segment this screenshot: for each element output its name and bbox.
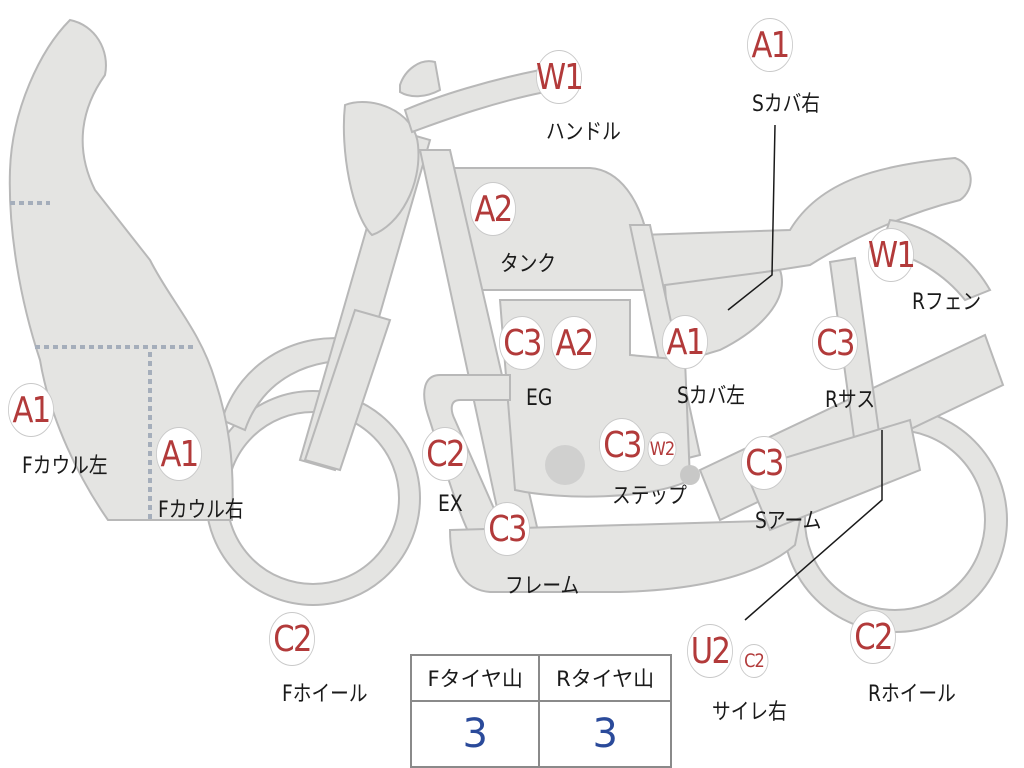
fork-outer-shape: [303, 308, 392, 472]
r-suspension-label: Rサス: [825, 388, 876, 413]
r-suspension-grade-badge: C3: [812, 316, 858, 370]
r-wheel-grade-badge: C2: [850, 610, 896, 664]
handle-grade-badge: W1: [536, 50, 584, 104]
step-grade-badge-1: C3: [599, 418, 645, 472]
frame-label: フレーム: [505, 574, 580, 599]
s-cover-left-label: Sカバ左: [677, 384, 745, 409]
headlight-shape: [342, 100, 420, 237]
exhaust-grade-badge: C2: [422, 427, 468, 481]
leader-line: [727, 124, 776, 311]
lower-frame-shape: [448, 518, 802, 593]
engine-label: EG: [526, 386, 553, 411]
front-cowl-shape: [8, 18, 234, 521]
s-cover-right-grade-badge: A1: [747, 18, 793, 72]
table-row: 3 3: [409, 700, 672, 768]
f-wheel-label: Fホイール: [282, 682, 368, 707]
handle-label: ハンドル: [546, 120, 621, 145]
f-cowl-right-label: Fカウル右: [158, 498, 244, 523]
rear-tire-header: Rタイヤ山: [538, 654, 672, 702]
swing-arm-label: Sアーム: [755, 509, 822, 534]
s-cover-left-grade-badge: A1: [662, 315, 708, 369]
f-wheel-grade-badge: C2: [269, 612, 315, 666]
f-cowl-left-label: Fカウル左: [22, 454, 108, 479]
r-fender-grade-badge: W1: [868, 228, 916, 282]
seat-shape: [638, 156, 972, 292]
f-cowl-right-grade-badge: A1: [156, 427, 202, 481]
engine-cover-shape: [545, 445, 585, 485]
r-fender-label: Rフェン: [912, 290, 982, 315]
tank-grade-badge: A2: [470, 182, 516, 236]
rear-tire-value: 3: [538, 700, 672, 768]
exhaust-label: EX: [438, 492, 463, 517]
tire-tread-table: Fタイヤ山 Rタイヤ山 3 3: [409, 654, 672, 768]
r-wheel-label: Rホイール: [868, 682, 956, 707]
table-header-row: Fタイヤ山 Rタイヤ山: [409, 654, 672, 702]
step-label: ステップ: [612, 484, 687, 509]
step-grade-badge-2: W2: [647, 432, 677, 466]
tank-label: タンク: [500, 252, 557, 277]
leader-line: [744, 430, 883, 621]
front-tire-header: Fタイヤ山: [409, 654, 541, 702]
s-cover-right-label: Sカバ右: [752, 92, 820, 117]
f-cowl-left-grade-badge: A1: [8, 383, 54, 437]
swing-arm-grade-badge: C3: [741, 436, 787, 490]
mirror-shape: [399, 60, 442, 98]
front-tire-value: 3: [409, 700, 541, 768]
engine-bolt-shape: [680, 465, 700, 485]
silencer-shape: [743, 418, 922, 532]
silencer-right-grade-badge-2: C2: [739, 644, 769, 678]
silencer-right-label: サイレ右: [712, 700, 787, 725]
engine-grade-badge-1: C3: [499, 316, 545, 370]
silencer-right-grade-badge-1: U2: [687, 624, 733, 678]
frame-grade-badge: C3: [484, 502, 530, 556]
engine-grade-badge-2: A2: [551, 316, 597, 370]
